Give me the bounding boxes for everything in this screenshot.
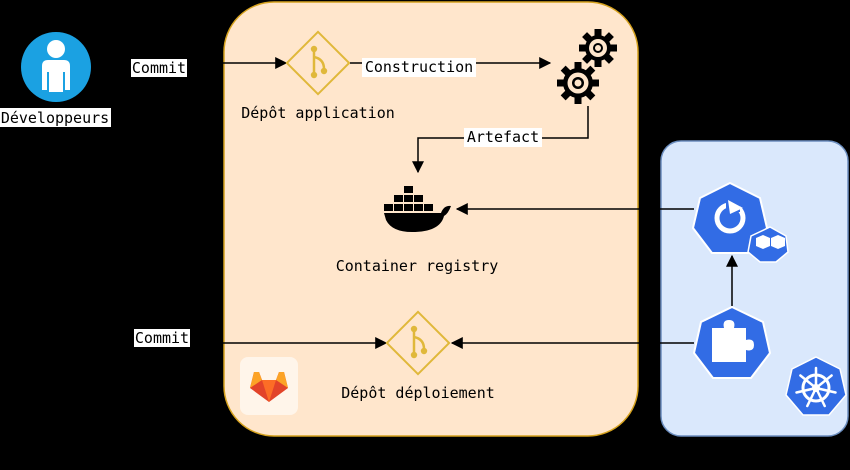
- docker-icon: [384, 186, 451, 232]
- gears-icon: [557, 29, 617, 104]
- artefact-label: Artefact: [467, 128, 539, 146]
- gitlab-icon: [240, 357, 298, 415]
- flux-image-automation-icon: [691, 181, 789, 263]
- commit-deploy-label: Commit: [135, 329, 189, 347]
- registry-label: Container registry: [336, 257, 499, 275]
- user-icon: [21, 32, 91, 102]
- git-repository-icon: [285, 30, 351, 96]
- app-repo-label: Dépôt application: [241, 104, 395, 122]
- git-repository-icon: [385, 310, 451, 376]
- deploy-repo-label: Dépôt déploiement: [341, 384, 495, 402]
- kubernetes-icon: [785, 356, 847, 416]
- commit-app-label: Commit: [132, 59, 186, 77]
- puzzle-operator-icon: [692, 305, 772, 379]
- developers-label: Développeurs: [1, 109, 109, 127]
- construction-label: Construction: [365, 58, 473, 76]
